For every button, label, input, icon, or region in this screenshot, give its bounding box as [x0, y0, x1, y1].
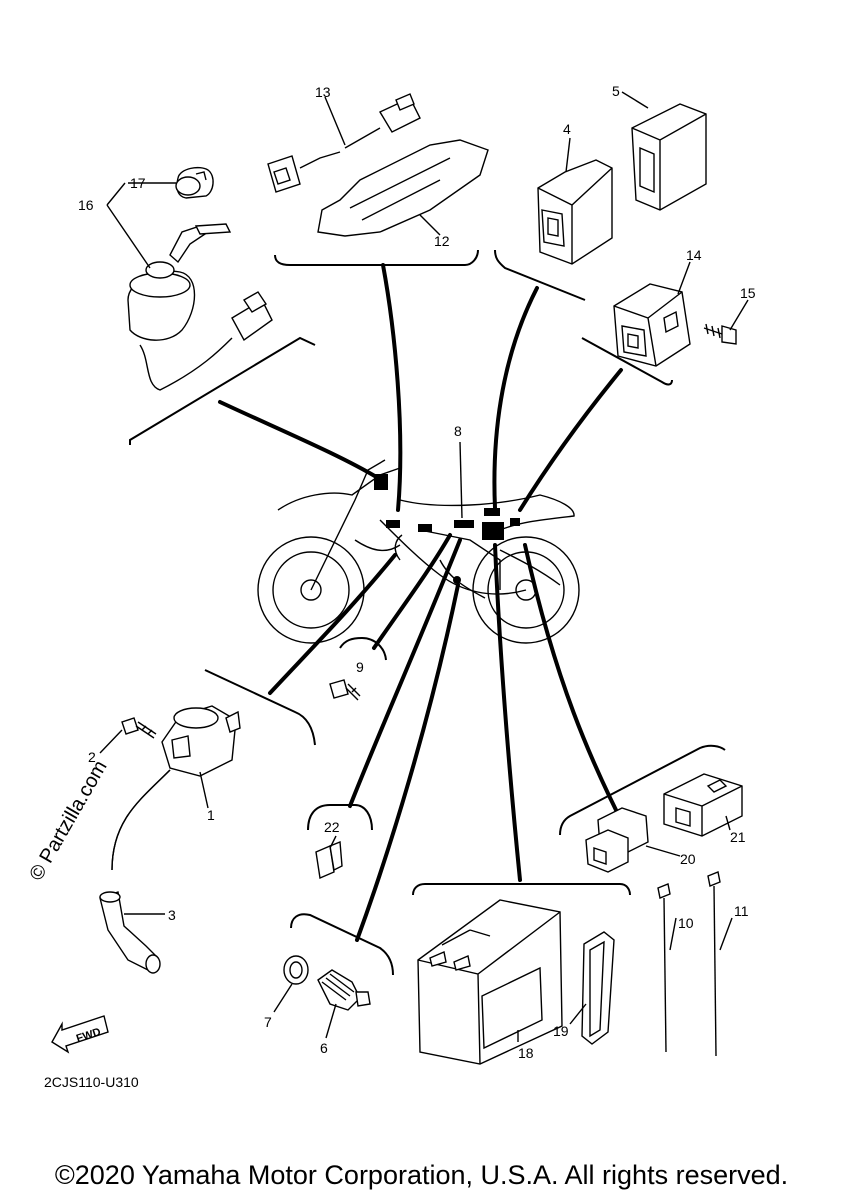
callout-19: 19	[553, 1023, 569, 1039]
callout-17: 17	[130, 175, 146, 191]
cable-tie-part-10	[657, 883, 671, 1053]
relay-part-14	[613, 283, 691, 367]
callout-22: 22	[324, 819, 340, 835]
leader-part-8	[459, 441, 463, 519]
fuse-part-22	[315, 840, 343, 879]
watermark: © Partzilla.com	[25, 757, 111, 885]
callout-16: 16	[78, 197, 94, 213]
gasket-part-7	[283, 955, 309, 985]
bolt-part-9	[329, 679, 361, 701]
callout-10: 10	[678, 915, 694, 931]
cable-tie-part-11	[707, 871, 721, 1057]
callout-labels: 13 12 4 5 14 15 17 16 8 9 2 1 22 3 7 6 1…	[78, 83, 756, 1061]
callout-21: 21	[730, 829, 746, 845]
bolt-part-2	[121, 717, 157, 739]
callout-15: 15	[740, 285, 756, 301]
main-switch-part-16	[127, 223, 273, 391]
callout-18: 18	[518, 1045, 534, 1061]
callout-leaders	[99, 91, 749, 1042]
callout-20: 20	[680, 851, 696, 867]
callout-5: 5	[612, 83, 620, 99]
callout-12: 12	[434, 233, 450, 249]
key-part-17	[175, 166, 214, 199]
callout-8: 8	[454, 423, 462, 439]
screw-part-15	[703, 323, 737, 345]
plug-cap-part-3	[99, 891, 161, 974]
coupler-part-21	[663, 773, 743, 837]
callout-4: 4	[563, 121, 571, 137]
leader-lines	[218, 263, 630, 942]
motorcycle-outline	[257, 459, 580, 644]
ignition-coil-part-1	[111, 705, 241, 871]
diagram-code: 2CJS110-U310	[44, 1074, 139, 1090]
callout-3: 3	[168, 907, 176, 923]
coupler-part-20	[585, 807, 649, 873]
callout-13: 13	[315, 84, 331, 100]
neutral-switch-part-6	[317, 969, 371, 1011]
callout-11: 11	[734, 903, 749, 919]
cover-part-5	[631, 103, 707, 211]
callout-2: 2	[88, 749, 96, 765]
callout-6: 6	[320, 1040, 328, 1056]
callout-9: 9	[356, 659, 364, 675]
battery-band-part-19	[581, 931, 615, 1045]
battery-part-18	[417, 899, 563, 1065]
bracket-part-12	[317, 139, 489, 237]
lead-wire-part-13	[267, 93, 421, 193]
fwd-arrow-icon: FWD	[51, 1015, 109, 1054]
cdi-unit-part-4	[537, 159, 613, 265]
callout-14: 14	[686, 247, 702, 263]
callout-7: 7	[264, 1014, 272, 1030]
group-brackets	[129, 249, 726, 976]
callout-1: 1	[207, 807, 215, 823]
copyright-notice: ©2020 Yamaha Motor Corporation, U.S.A. A…	[54, 1160, 789, 1190]
